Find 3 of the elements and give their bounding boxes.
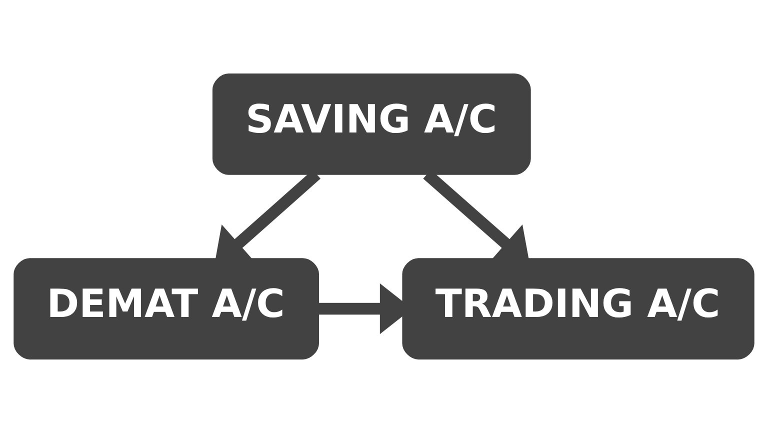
- node-box: SAVING A/C: [212, 73, 531, 174]
- node-box: DEMAT A/C: [14, 258, 320, 359]
- node-box: TRADING A/C: [402, 258, 754, 359]
